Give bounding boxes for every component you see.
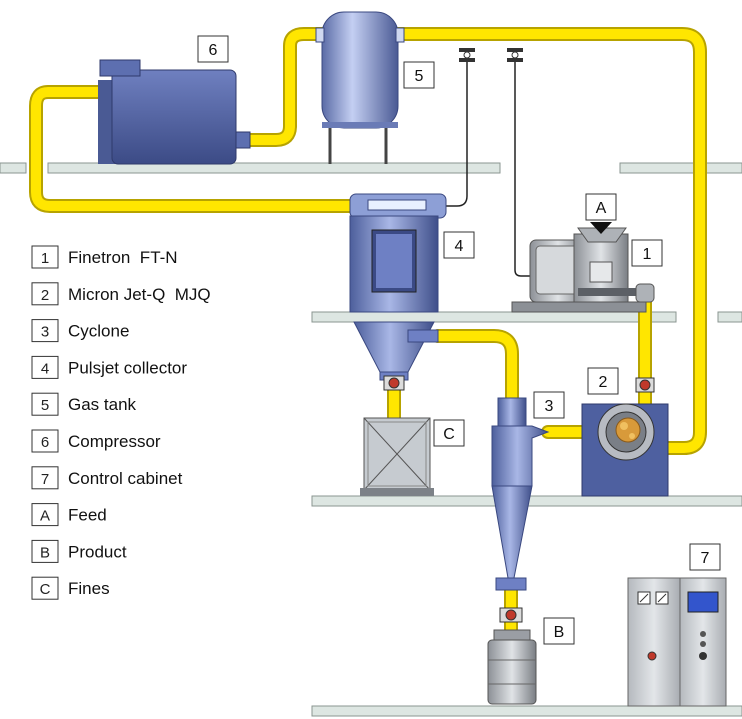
legend-key-box	[31, 503, 59, 527]
callout-7: 7	[689, 543, 721, 571]
legend-key-box	[31, 355, 59, 379]
svg-text:1: 1	[643, 246, 652, 263]
svg-text:3: 3	[545, 398, 554, 415]
legend-key: 5	[41, 397, 49, 414]
shelf-middle	[311, 311, 677, 323]
callout-1: 1	[631, 239, 663, 267]
legend: 1 Finetron FT-N 2 Micron Jet-Q MJQ 3 Cyclone 4…	[31, 245, 211, 600]
legend-key-box	[31, 319, 59, 343]
legend-label: Product	[68, 542, 127, 561]
legend-item-5: 5 Gas tank	[31, 392, 137, 416]
legend-label: Finetron FT-N	[68, 248, 178, 267]
callout-2: 2	[587, 367, 619, 395]
legend-label: Pulsjet collector	[68, 358, 187, 377]
legend-key-box	[31, 466, 59, 490]
legend-key: 2	[41, 287, 49, 304]
legend-key: 7	[41, 471, 49, 488]
legend-label: Fines	[68, 579, 110, 598]
compressor	[98, 59, 251, 165]
legend-label: Compressor	[68, 432, 161, 451]
legend-key: 3	[41, 324, 49, 341]
legend-item-b: B Product	[31, 539, 127, 563]
callout-b: B	[543, 617, 575, 645]
valve-icon	[635, 377, 655, 393]
cyclone	[491, 397, 550, 623]
pulsjet-collector	[349, 193, 447, 391]
valves-top	[459, 48, 523, 62]
callout-a: A	[585, 193, 617, 221]
control-line-feeder	[514, 58, 530, 277]
callout-3: 3	[533, 391, 565, 419]
control-lines	[440, 58, 530, 277]
valve-icon	[459, 48, 475, 62]
legend-label: Control cabinet	[68, 469, 183, 488]
legend-item-3: 3 Cyclone	[31, 319, 129, 343]
feed-arrow-icon	[590, 222, 612, 234]
micron-jet-q-mjq	[581, 377, 669, 497]
legend-key: 4	[41, 360, 49, 377]
legend-item-4: 4 Pulsjet collector	[31, 355, 187, 379]
callout-6: 6	[197, 35, 229, 63]
svg-text:5: 5	[415, 68, 424, 85]
valve-icon	[507, 48, 523, 62]
legend-key: B	[40, 544, 50, 561]
legend-key: C	[40, 581, 51, 598]
callout-c: C	[433, 419, 465, 447]
legend-label: Micron Jet-Q MJQ	[68, 285, 211, 304]
legend-label: Cyclone	[68, 322, 129, 341]
valve-icon	[499, 607, 523, 623]
legend-key-box	[31, 576, 59, 600]
legend-item-7: 7 Control cabinet	[31, 466, 183, 490]
callout-4: 4	[443, 231, 475, 259]
callouts: 6 5 4 A 1 2 3 C	[197, 35, 721, 645]
legend-key-box	[31, 392, 59, 416]
gas-tank	[315, 11, 405, 164]
shelf-middle-right-stub	[717, 311, 742, 323]
control-line-collector	[440, 58, 468, 207]
legend-item-c: C Fines	[31, 576, 110, 600]
svg-text:7: 7	[701, 550, 710, 567]
legend-item-1: 1 Finetron FT-N	[31, 245, 178, 269]
svg-text:C: C	[443, 426, 455, 443]
legend-item-a: A Feed	[31, 503, 107, 527]
shelf-top-left-stub	[0, 162, 27, 174]
svg-text:2: 2	[599, 374, 608, 391]
valve-icon	[383, 375, 405, 391]
svg-text:B: B	[554, 624, 565, 641]
product-drum	[487, 629, 537, 705]
legend-key-box	[31, 245, 59, 269]
legend-label: Feed	[68, 506, 107, 525]
svg-text:4: 4	[455, 238, 464, 255]
svg-text:6: 6	[209, 42, 218, 59]
legend-key: 6	[41, 434, 49, 451]
legend-item-2: 2 Micron Jet-Q MJQ	[31, 282, 211, 306]
legend-key-box	[31, 429, 59, 453]
shelf-top	[47, 162, 501, 174]
legend-key: 1	[41, 250, 49, 267]
finetron-ft-n	[511, 222, 655, 313]
shelf-floor	[311, 705, 742, 717]
legend-key-box	[31, 282, 59, 306]
svg-text:A: A	[596, 200, 607, 217]
callout-5: 5	[403, 61, 435, 89]
pipe-collector-to-cyclone	[431, 329, 519, 407]
legend-key-box	[31, 539, 59, 563]
pipe-compressor-to-tank	[229, 27, 329, 147]
control-cabinet	[627, 577, 727, 707]
legend-item-6: 6 Compressor	[31, 429, 161, 453]
shelf-top-right	[619, 162, 742, 174]
fines-bin	[360, 417, 434, 496]
legend-label: Gas tank	[68, 395, 137, 414]
legend-key: A	[40, 508, 50, 525]
